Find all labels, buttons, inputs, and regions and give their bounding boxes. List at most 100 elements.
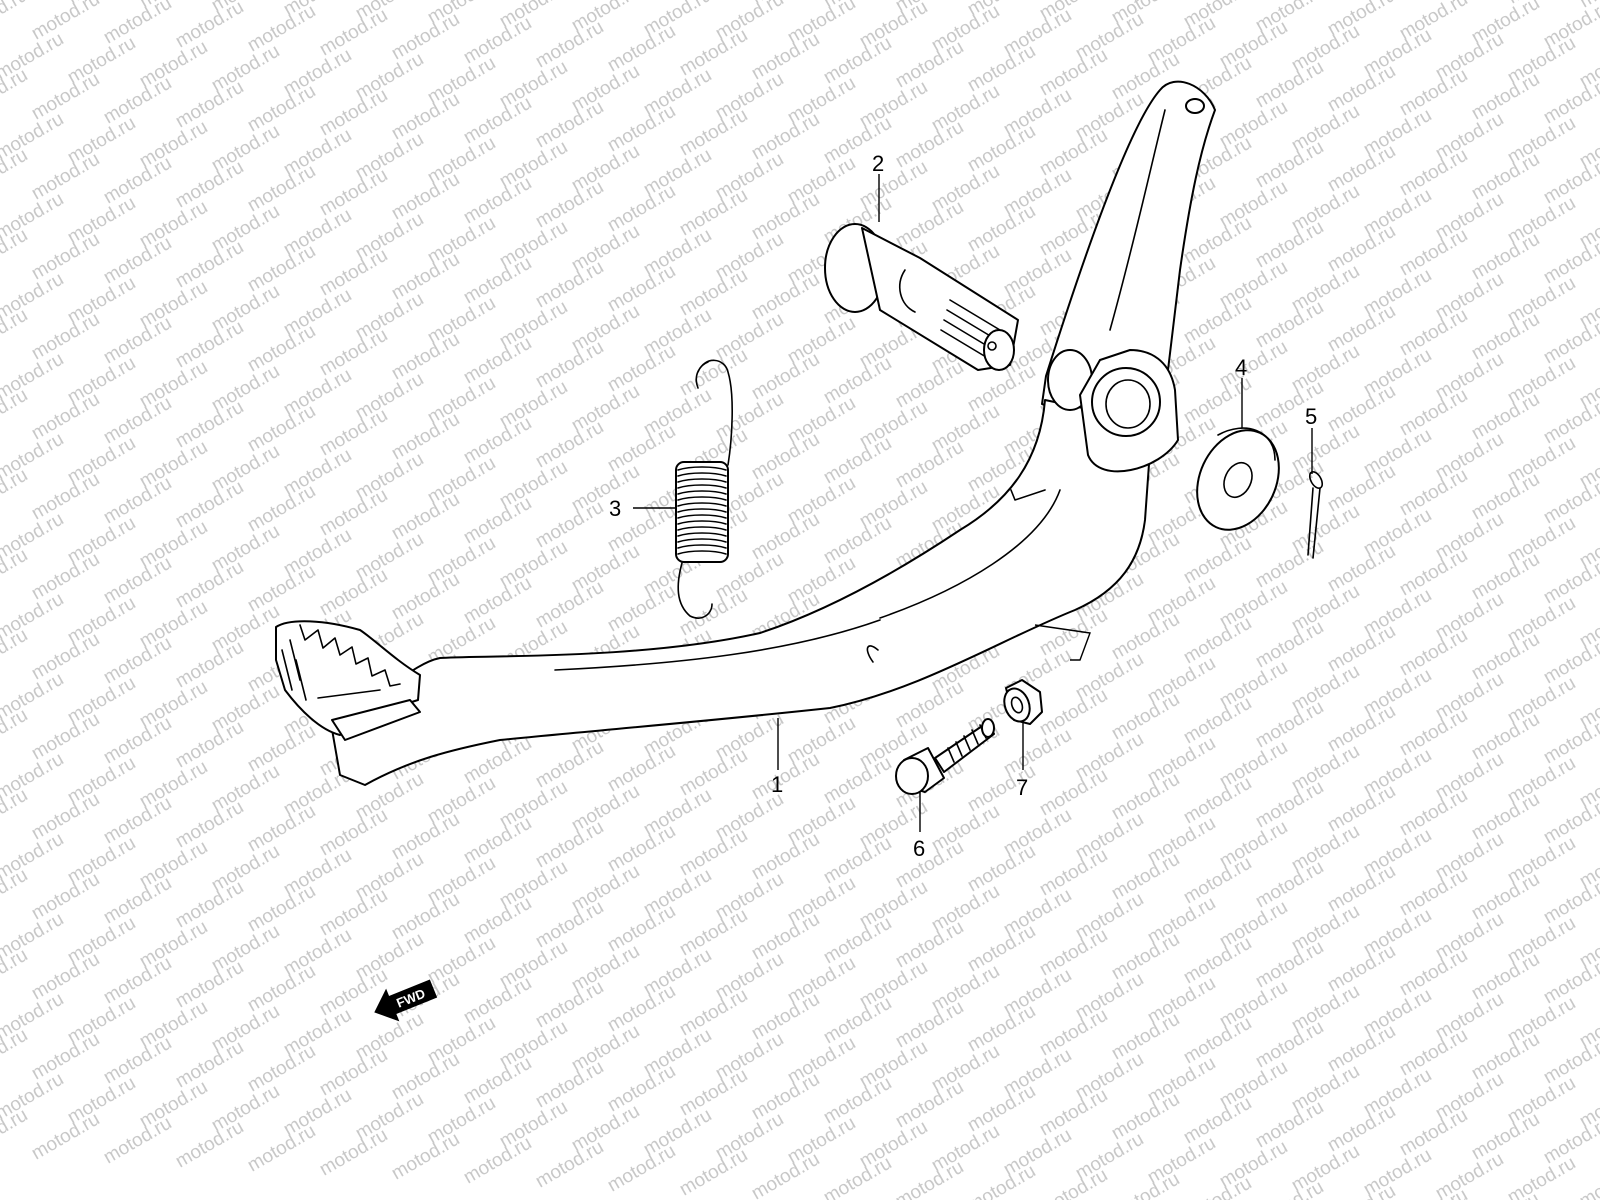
- watermark-text: motod.ru: [1180, 533, 1255, 589]
- watermark-text: motod.ru: [748, 29, 823, 85]
- watermark-text: motod.ru: [1396, 305, 1471, 361]
- watermark-text: motod.ru: [604, 181, 679, 237]
- watermark-text: motod.ru: [388, 889, 463, 945]
- watermark-text: motod.ru: [172, 1037, 247, 1093]
- watermark-text: motod.ru: [172, 557, 247, 613]
- watermark-text: motod.ru: [28, 389, 103, 445]
- pedal-notch: [1010, 489, 1046, 501]
- watermark-text: motod.ru: [820, 1153, 895, 1200]
- watermark-text: motod.ru: [748, 989, 823, 1045]
- watermark-text: motod.ru: [460, 173, 535, 229]
- watermark-text: motod.ru: [1396, 1105, 1471, 1161]
- nut-face: [1003, 687, 1031, 723]
- watermark-text: motod.ru: [820, 833, 895, 889]
- watermark-text: motod.ru: [1252, 297, 1327, 353]
- watermark-text: motod.ru: [748, 429, 823, 485]
- watermark-text: motod.ru: [460, 573, 535, 629]
- watermark-text: motod.ru: [748, 349, 823, 405]
- watermark-text: motod.ru: [532, 577, 607, 633]
- watermark-text: motod.ru: [244, 1, 319, 57]
- watermark-text: motod.ru: [388, 249, 463, 305]
- watermark-text: motod.ru: [676, 1065, 751, 1121]
- watermark-text: motod.ru: [1576, 1157, 1600, 1200]
- watermark-text: motod.ru: [964, 201, 1039, 257]
- watermark-text: motod.ru: [100, 73, 175, 129]
- watermark-text: motod.ru: [532, 337, 607, 393]
- watermark-text: motod.ru: [316, 485, 391, 541]
- watermark-text: motod.ru: [1324, 621, 1399, 677]
- watermark-text: motod.ru: [388, 409, 463, 465]
- watermark-text: motod.ru: [532, 817, 607, 873]
- washer: [1196, 427, 1280, 531]
- shaft-pin-hole: [987, 341, 997, 351]
- watermark-text: motod.ru: [964, 1001, 1039, 1057]
- watermark-text: motod.ru: [532, 417, 607, 473]
- watermark-text: motod.ru: [1108, 689, 1183, 745]
- watermark-text: motod.ru: [460, 333, 535, 389]
- watermark-text: motod.ru: [820, 993, 895, 1049]
- watermark-text: motod.ru: [100, 393, 175, 449]
- watermark-text: motod.ru: [244, 961, 319, 1017]
- washer-edge: [1217, 427, 1276, 461]
- watermark-text: motod.ru: [100, 473, 175, 529]
- watermark-text: motod.ru: [100, 153, 175, 209]
- watermark-text: motod.ru: [28, 229, 103, 285]
- watermark-text: motod.ru: [316, 1125, 391, 1181]
- watermark-text: motod.ru: [244, 561, 319, 617]
- watermark-text: motod.ru: [892, 837, 967, 893]
- watermark-text: motod.ru: [1324, 1021, 1399, 1077]
- watermark-text: motod.ru: [316, 565, 391, 621]
- watermark-text: motod.ru: [1396, 705, 1471, 761]
- watermark-text: motod.ru: [100, 1113, 175, 1169]
- watermark-text: motod.ru: [604, 421, 679, 477]
- watermark-text: motod.ru: [1036, 685, 1111, 741]
- watermark-text: motod.ru: [748, 509, 823, 565]
- watermark-text: motod.ru: [604, 21, 679, 77]
- pedal-footpeg-grip: [281, 639, 307, 701]
- watermark-text: motod.ru: [1432, 1149, 1507, 1200]
- watermark-text: motod.ru: [820, 33, 895, 89]
- watermark-text: motod.ru: [604, 581, 679, 637]
- watermark-text: motod.ru: [1396, 785, 1471, 841]
- watermark-text: motod.ru: [964, 121, 1039, 177]
- watermark-text: motod.ru: [1252, 537, 1327, 593]
- watermark-text: motod.ru: [1180, 1013, 1255, 1069]
- watermark-text: motod.ru: [1324, 781, 1399, 837]
- watermark-text: motod.ru: [1396, 65, 1471, 121]
- watermark-text: motod.ru: [388, 169, 463, 225]
- watermark-text: motod.ru: [460, 1053, 535, 1109]
- watermark-text: motod.ru: [0, 1025, 31, 1081]
- watermark-text: motod.ru: [532, 497, 607, 553]
- watermark-text: motod.ru: [1108, 1089, 1183, 1145]
- callout-4: 4: [1235, 355, 1247, 380]
- watermark-text: motod.ru: [172, 877, 247, 933]
- watermark-text: motod.ru: [1252, 1017, 1327, 1073]
- watermark-text: motod.ru: [676, 265, 751, 321]
- pedal-footpeg-teeth: [299, 624, 401, 687]
- watermark-text: motod.ru: [532, 97, 607, 153]
- watermark-text: motod.ru: [1180, 853, 1255, 909]
- watermark-text: motod.ru: [1324, 941, 1399, 997]
- pedal-lever-hole: [866, 645, 879, 663]
- watermark-text: motod.ru: [388, 1049, 463, 1105]
- watermark-text: motod.ru: [100, 953, 175, 1009]
- watermark-text: motod.ru: [1324, 221, 1399, 277]
- watermark-text: motod.ru: [892, 1157, 967, 1200]
- watermark-text: motod.ru: [100, 873, 175, 929]
- watermark-text: motod.ru: [1108, 1009, 1183, 1065]
- watermark-text: motod.ru: [460, 813, 535, 869]
- watermark-text: motod.ru: [1252, 937, 1327, 993]
- watermark-text: motod.ru: [244, 321, 319, 377]
- watermark-text: motod.ru: [1324, 141, 1399, 197]
- watermark-text: motod.ru: [100, 0, 175, 48]
- watermark-text: motod.ru: [1468, 549, 1543, 605]
- watermark-text: motod.ru: [0, 785, 31, 841]
- watermark-text: motod.ru: [28, 309, 103, 365]
- watermark-text: motod.ru: [460, 253, 535, 309]
- watermark-text: motod.ru: [1396, 385, 1471, 441]
- watermark-text: motod.ru: [892, 997, 967, 1053]
- watermark-text: motod.ru: [1324, 1101, 1399, 1157]
- watermark-text: motod.ru: [1252, 697, 1327, 753]
- watermark-text: motod.ru: [1468, 229, 1543, 285]
- shaft-step: [899, 269, 916, 313]
